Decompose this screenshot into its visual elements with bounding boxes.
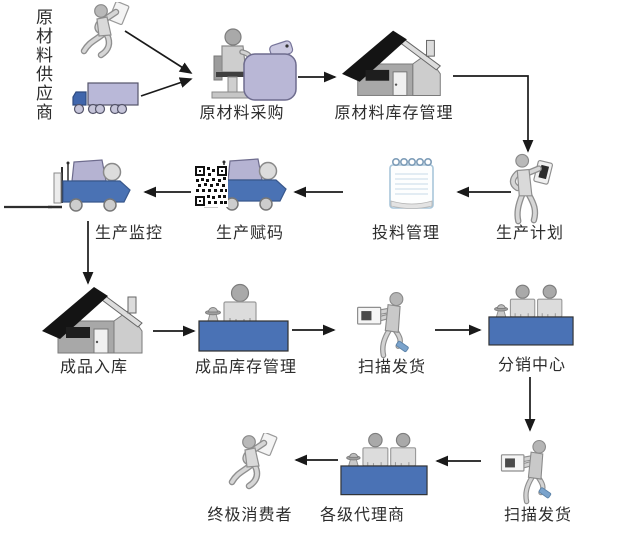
label-scan-shipping-2: 扫描发货 bbox=[503, 505, 572, 524]
label-agents: 各级代理商 bbox=[320, 505, 406, 524]
label-warehouse-in: 成品入库 bbox=[59, 357, 128, 376]
operator-terminal-icon bbox=[186, 26, 298, 106]
label-distribution: 分销中心 bbox=[497, 355, 566, 374]
label-coding: 生产赋码 bbox=[215, 223, 284, 242]
running-person-icon bbox=[224, 432, 282, 496]
scanner-person-icon bbox=[348, 288, 430, 360]
counter-two-persons-icon bbox=[340, 432, 428, 498]
notepad-icon bbox=[382, 154, 440, 214]
arrow-raw-inventory-to-plan bbox=[453, 75, 534, 153]
warehouse-house-icon bbox=[342, 24, 456, 104]
qr-code-forklift-icon bbox=[192, 155, 292, 215]
running-person-icon bbox=[76, 2, 134, 64]
label-purchase: 原材料采购 bbox=[199, 103, 285, 122]
label-feeding: 投料管理 bbox=[371, 223, 440, 242]
label-raw-inventory: 原材料库存管理 bbox=[334, 103, 454, 122]
forklift-icon bbox=[2, 156, 136, 216]
person-with-tablet-icon bbox=[494, 152, 564, 228]
counter-two-persons-icon bbox=[488, 281, 574, 351]
label-monitoring: 生产监控 bbox=[94, 223, 163, 242]
arrow-supplier-person-to-purchase bbox=[124, 30, 193, 74]
scanner-person-icon bbox=[498, 436, 566, 506]
label-plan: 生产计划 bbox=[495, 223, 564, 242]
label-consumer: 终极消费者 bbox=[207, 505, 293, 524]
label-scan-shipping: 扫描发货 bbox=[357, 357, 426, 376]
truck-icon bbox=[70, 80, 142, 118]
counter-one-person-icon bbox=[198, 282, 290, 354]
arrow-supplier-truck-to-purchase bbox=[140, 77, 193, 97]
warehouse-house-icon bbox=[36, 281, 164, 361]
label-supplier: 原材料供应商 bbox=[32, 8, 52, 122]
label-finished-inventory: 成品库存管理 bbox=[194, 357, 297, 376]
